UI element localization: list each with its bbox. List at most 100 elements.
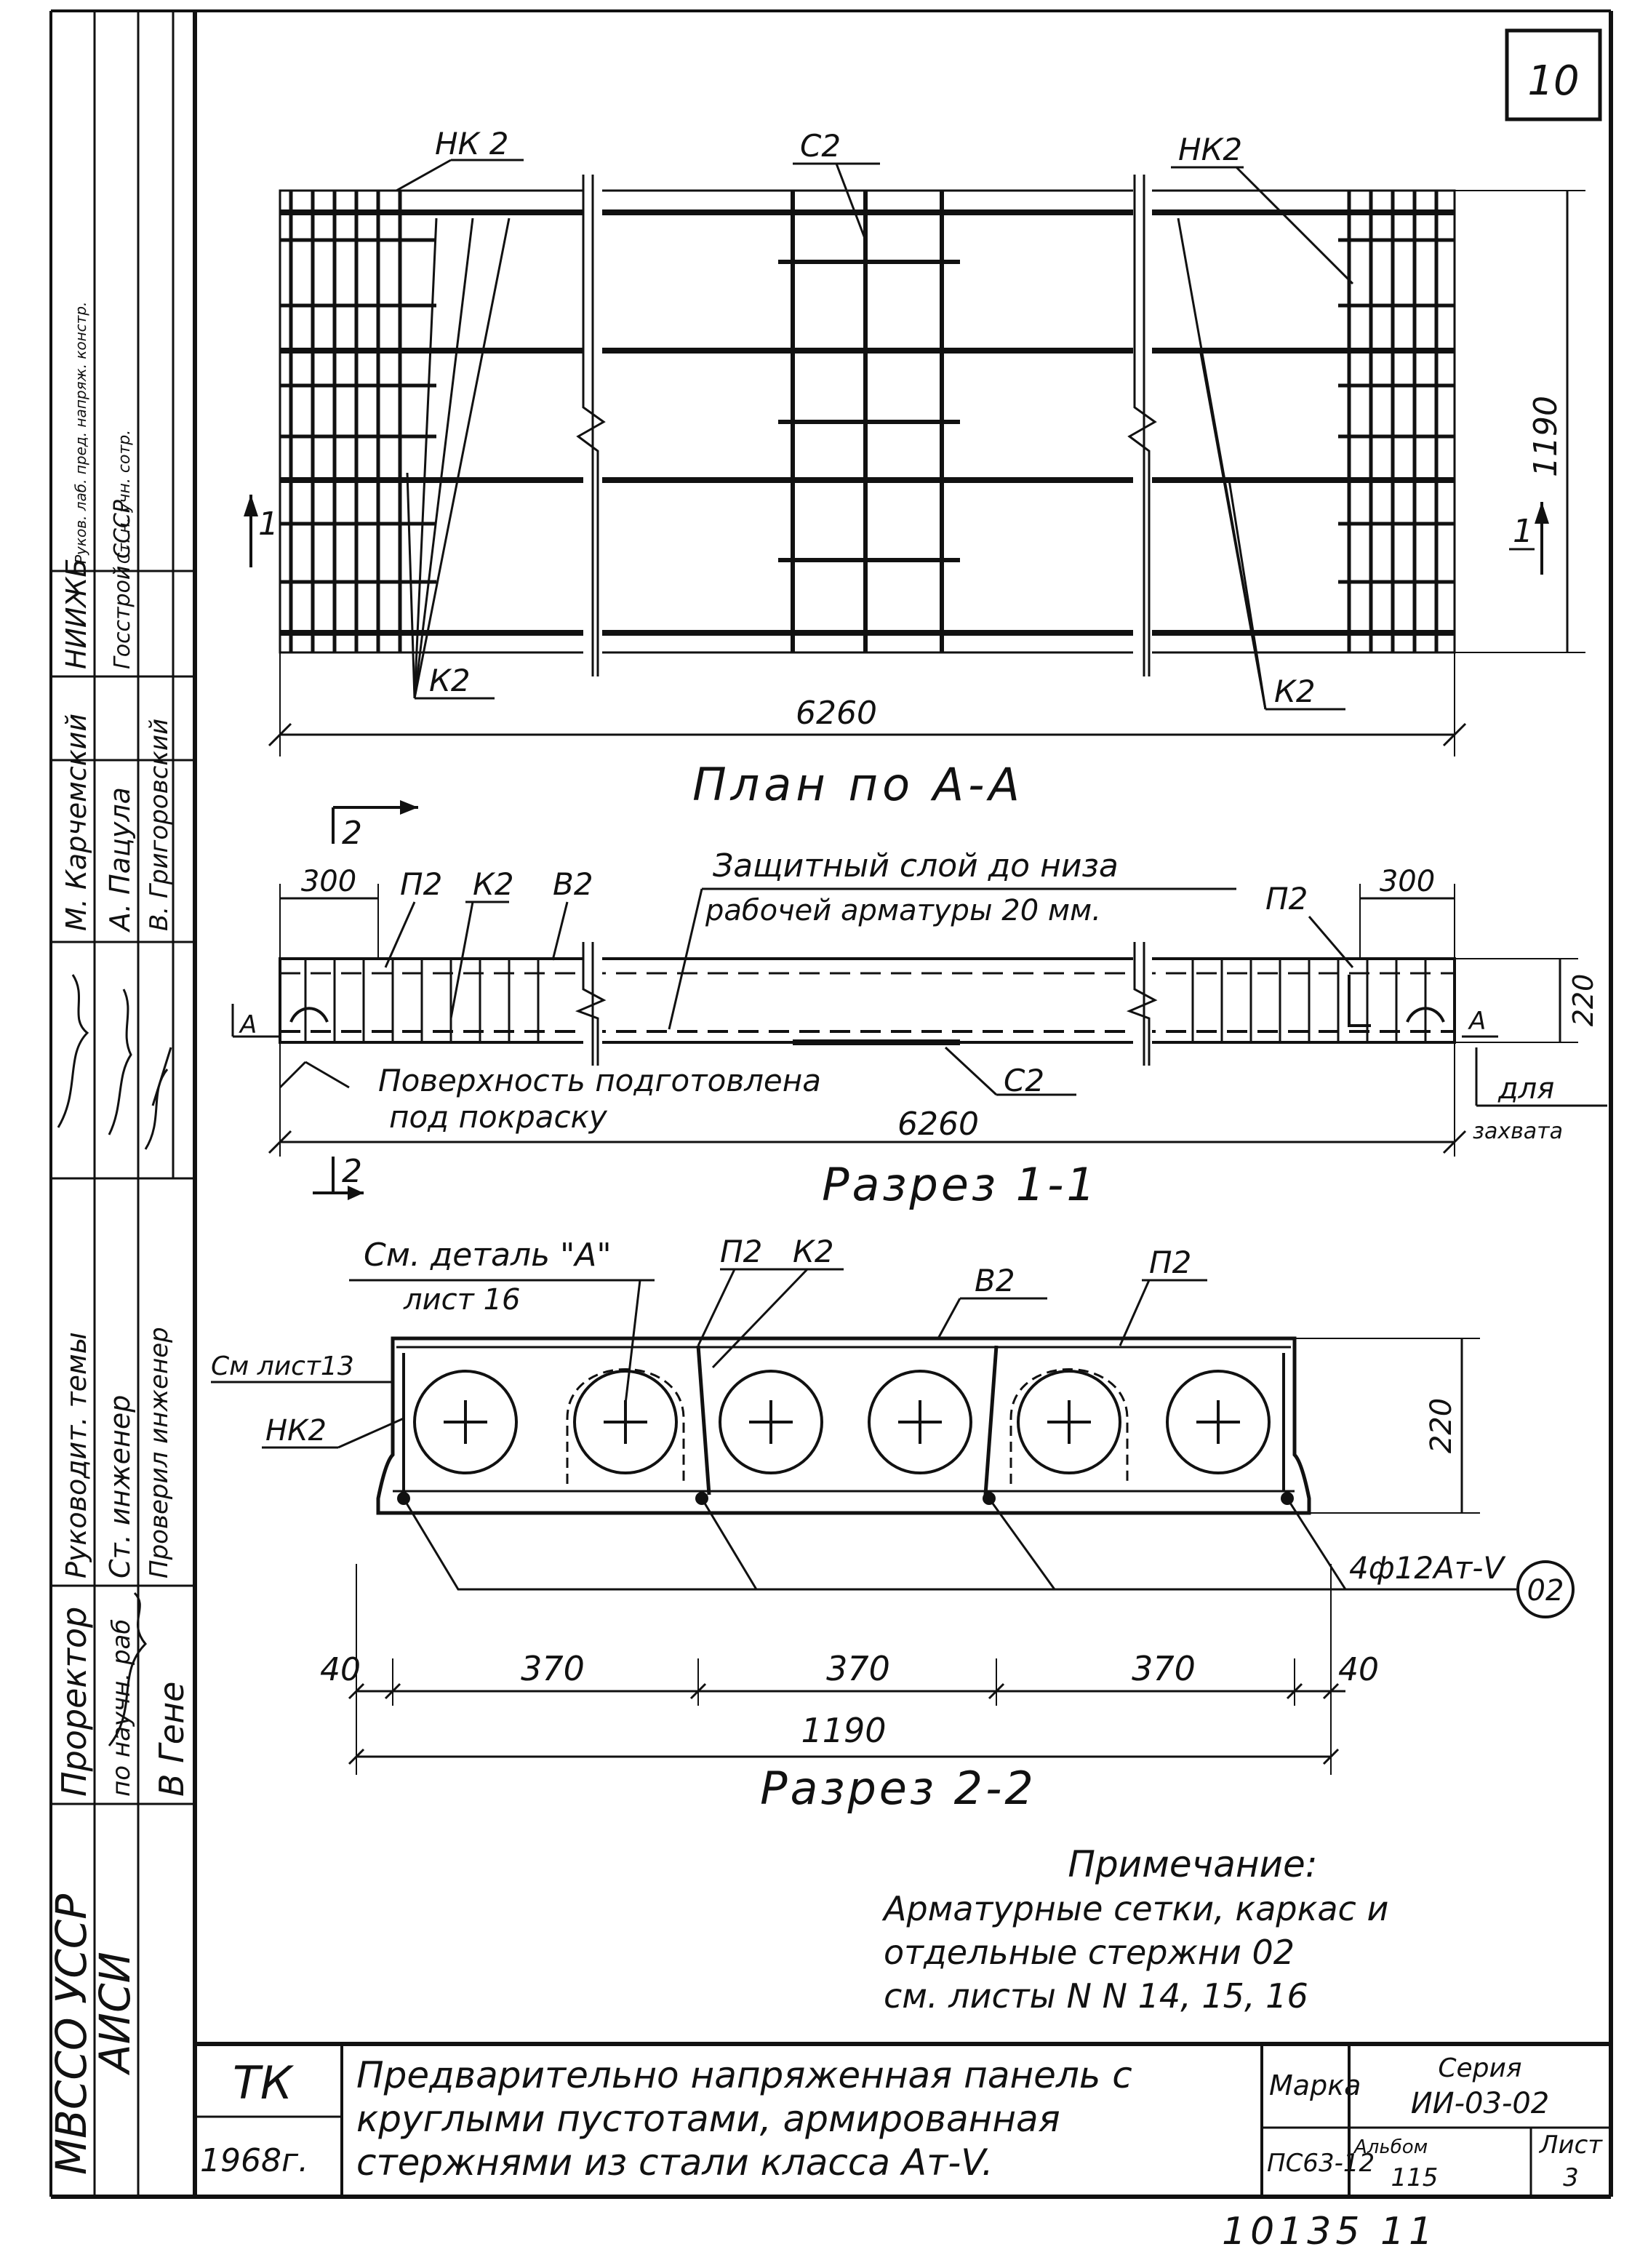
section11-height: 220 bbox=[1567, 974, 1599, 1027]
section22-label-k2: К2 bbox=[793, 1234, 834, 1269]
org-niizhb: НИИЖБ bbox=[60, 559, 92, 669]
role-head: Руководит. темы bbox=[60, 1332, 92, 1578]
sheet-frame bbox=[49, 9, 1613, 2199]
plan-k2-leaders-right bbox=[1177, 217, 1345, 711]
section22-label-p2-b: П2 bbox=[1149, 1245, 1191, 1280]
stamp-brand-value: ПС63-12 bbox=[1267, 2149, 1375, 2178]
section22-sheet-ref: См лист13 bbox=[211, 1351, 354, 1381]
plan-label-c2: С2 bbox=[800, 128, 841, 164]
stamp-sheet-label: Лист bbox=[1538, 2131, 1603, 2160]
section11-mark-bottom: 2 bbox=[342, 1153, 362, 1190]
stamp-title-line1: Предварительно напряженная панель с bbox=[356, 2054, 1132, 2096]
plan-section-mark-left: 1 bbox=[258, 506, 279, 543]
section11-surface-line1: Поверхность подготовлена bbox=[378, 1063, 821, 1098]
stamp-title-line3: стержнями из стали класса Ат-V. bbox=[356, 2141, 993, 2184]
section22-detail-ref-line2: лист 16 bbox=[403, 1283, 520, 1317]
plan-section-mark-right: 1 bbox=[1513, 513, 1533, 550]
plan-mesh-right bbox=[1338, 191, 1455, 652]
plan-width: 1190 bbox=[1527, 396, 1564, 477]
org-gosstroy: Госстрой СССР bbox=[110, 499, 135, 669]
section22-dim-edge-right: 40 bbox=[1338, 1651, 1379, 1688]
section22-dim-bay-1: 370 bbox=[521, 1649, 585, 1688]
section11-label-c2: С2 bbox=[1004, 1063, 1044, 1098]
role-prorector: Проректор bbox=[55, 1607, 94, 1797]
role-prorector-sub: по научн. раб bbox=[107, 1619, 136, 1797]
stamp-album-value: 115 bbox=[1391, 2163, 1439, 2192]
stamp-brand-label: Марка bbox=[1269, 2069, 1361, 2101]
side-block: МВССО УССР АИСИ Проректор по научн. раб … bbox=[47, 11, 195, 2197]
footer-number: 10135 11 bbox=[1222, 2210, 1437, 2253]
section11-mark-top: 2 bbox=[342, 815, 362, 852]
section11-grip-line1: для bbox=[1497, 1072, 1554, 1106]
signature-3 bbox=[144, 1047, 172, 1150]
stamp-series-value: ИИ-03-02 bbox=[1411, 2087, 1550, 2120]
section22-dim-bay-2: 370 bbox=[826, 1649, 890, 1688]
role-senior: Ст. н. учн. сотр. bbox=[116, 430, 134, 564]
plan-length: 6260 bbox=[796, 695, 877, 732]
section11-label-v2: В2 bbox=[553, 866, 593, 902]
sheet-number-box: 10 bbox=[1505, 28, 1602, 121]
signature-1 bbox=[57, 974, 89, 1128]
notes-title: Примечание: bbox=[1068, 1843, 1317, 1885]
notes: Примечание: Арматурные сетки, каркас и о… bbox=[881, 1843, 1388, 2016]
section11-label-p2-right: П2 bbox=[1265, 881, 1308, 917]
name-engineer: А. Пацула bbox=[104, 787, 136, 933]
section22-detail-ref-line1: См. деталь "А" bbox=[364, 1237, 612, 1274]
plan-view: НК 2 С2 НК2 К2 К2 6260 bbox=[244, 126, 1585, 811]
notes-line2: отдельные стержни 02 bbox=[884, 1933, 1295, 1972]
section11-note-line1: Защитный слой до низа bbox=[713, 847, 1119, 885]
section22-voids bbox=[413, 1370, 1271, 1474]
section11-length: 6260 bbox=[897, 1106, 979, 1143]
signature-2 bbox=[108, 989, 132, 1135]
plan-mesh-left bbox=[280, 191, 436, 652]
plan-label-k2-left: К2 bbox=[429, 663, 471, 698]
section11-grip-line2: захвата bbox=[1473, 1119, 1563, 1144]
section22-title: Разрез 2-2 bbox=[760, 1762, 1036, 1815]
section11-surface-line2: под покраску bbox=[389, 1099, 608, 1135]
name-head: М. Карчемский bbox=[60, 714, 92, 931]
role-lab-head: Руков. лаб. пред. напряж. констр. bbox=[72, 302, 89, 564]
plan-break-lines bbox=[576, 175, 1157, 676]
role-checked: Проверил инженер bbox=[145, 1327, 174, 1578]
section22-width: 1190 bbox=[801, 1711, 886, 1750]
org-line1: МВССО УССР bbox=[47, 1894, 96, 2175]
signature-4 bbox=[108, 1592, 148, 1746]
name-checked: В. Григоровский bbox=[145, 719, 174, 931]
stamp-org-code: ТК bbox=[233, 2056, 295, 2109]
section-1-1: 2 bbox=[231, 800, 1607, 1211]
section22-label-p2-a: П2 bbox=[720, 1234, 762, 1269]
stamp-album-label: Альбом bbox=[1353, 2136, 1428, 2158]
notes-line3: см. листы N N 14, 15, 16 bbox=[884, 1976, 1308, 2016]
section-2-2: См. деталь "А" лист 16 П2 К2 В2 П2 См ли… bbox=[211, 1234, 1575, 1815]
name-prorector: В Гене bbox=[152, 1682, 191, 1797]
plan-k2-leaders-left bbox=[406, 217, 511, 700]
section11-note-line2: рабочей арматуры 20 мм. bbox=[705, 894, 1101, 927]
section11-dim-left: 300 bbox=[301, 865, 356, 898]
notes-line1: Арматурные сетки, каркас и bbox=[881, 1889, 1388, 1928]
stamp-year: 1968г. bbox=[200, 2142, 308, 2179]
section11-label-k2: К2 bbox=[473, 866, 514, 902]
section11-dim-right: 300 bbox=[1380, 865, 1435, 898]
sheet-number: 10 bbox=[1527, 57, 1579, 105]
section22-dim-bay-3: 370 bbox=[1132, 1649, 1196, 1688]
org-line2: АИСИ bbox=[90, 1952, 140, 2076]
plan-label-nk2-left: НК 2 bbox=[435, 126, 508, 161]
section22-label-v2: В2 bbox=[975, 1263, 1015, 1298]
stamp-title-line2: круглыми пустотами, армированная bbox=[356, 2098, 1060, 2140]
plan-mesh-center bbox=[778, 191, 960, 652]
section11-mark-a-left: А bbox=[239, 1010, 257, 1039]
section22-bars: 4ф12Ат-V bbox=[1349, 1550, 1506, 1586]
section22-bars-mark: 02 bbox=[1527, 1574, 1564, 1608]
section11-title: Разрез 1-1 bbox=[822, 1158, 1098, 1211]
stamp-sheet-value: 3 bbox=[1563, 2163, 1579, 2192]
title-block: ТК 1968г. Предварительно напряженная пан… bbox=[195, 2042, 1611, 2197]
section11-label-p2-left: П2 bbox=[400, 866, 442, 902]
section11-stirrups bbox=[304, 959, 1427, 1042]
stamp-series-label: Серия bbox=[1438, 2053, 1521, 2083]
section11-mark-a-right: А bbox=[1468, 1007, 1486, 1036]
plan-label-k2-right: К2 bbox=[1274, 674, 1316, 709]
role-engineer: Ст. инженер bbox=[104, 1395, 136, 1578]
plan-title: План по А-А bbox=[692, 758, 1024, 811]
plan-label-nk2-right: НК2 bbox=[1178, 132, 1242, 167]
